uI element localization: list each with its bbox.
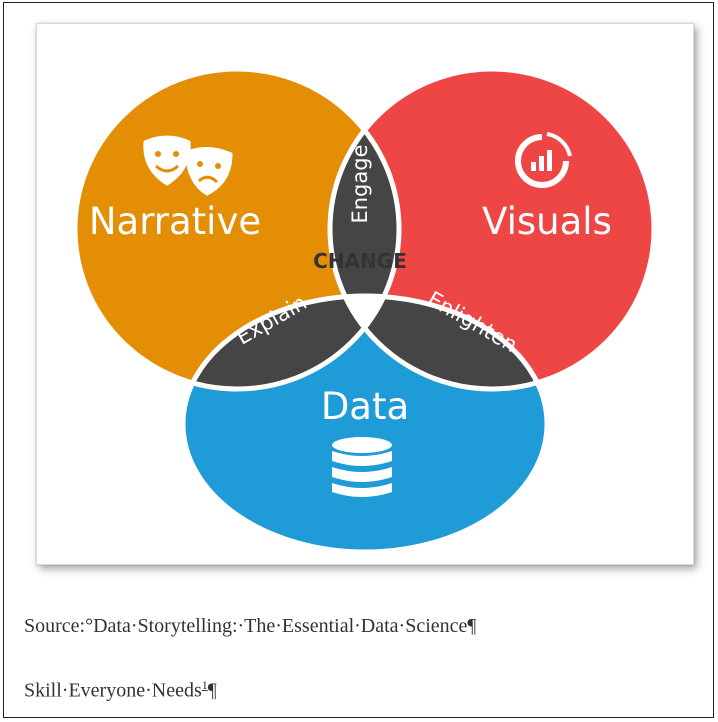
engage-label: Engage xyxy=(348,144,372,223)
pilcrow-mark: ¶ xyxy=(207,679,217,702)
enlighten-overlap xyxy=(330,296,547,389)
theater-masks-icon xyxy=(143,135,233,196)
caption-line-2: Skill·Everyone·Needs1¶ xyxy=(24,678,217,703)
database-icon xyxy=(332,437,392,497)
caption-line-2-text: Skill·Everyone·Needs xyxy=(24,679,202,702)
change-label: CHANGE xyxy=(313,249,407,273)
explain-overlap xyxy=(183,296,399,389)
figure-image: Narrative Visuals Data CHANGE Engage Exp… xyxy=(36,23,694,565)
document-frame: Narrative Visuals Data CHANGE Engage Exp… xyxy=(3,2,714,718)
data-label: Data xyxy=(321,385,409,428)
narrative-label: Narrative xyxy=(89,200,261,243)
caption-line-1: Source:°Data·Storytelling:·The·Essential… xyxy=(24,615,477,637)
chart-gauge-icon xyxy=(515,132,572,188)
footnote-marker[interactable]: 1 xyxy=(201,678,208,692)
visuals-label: Visuals xyxy=(482,200,612,243)
venn-diagram: Narrative Visuals Data CHANGE Engage Exp… xyxy=(72,66,657,555)
circle-outlines xyxy=(72,66,657,555)
